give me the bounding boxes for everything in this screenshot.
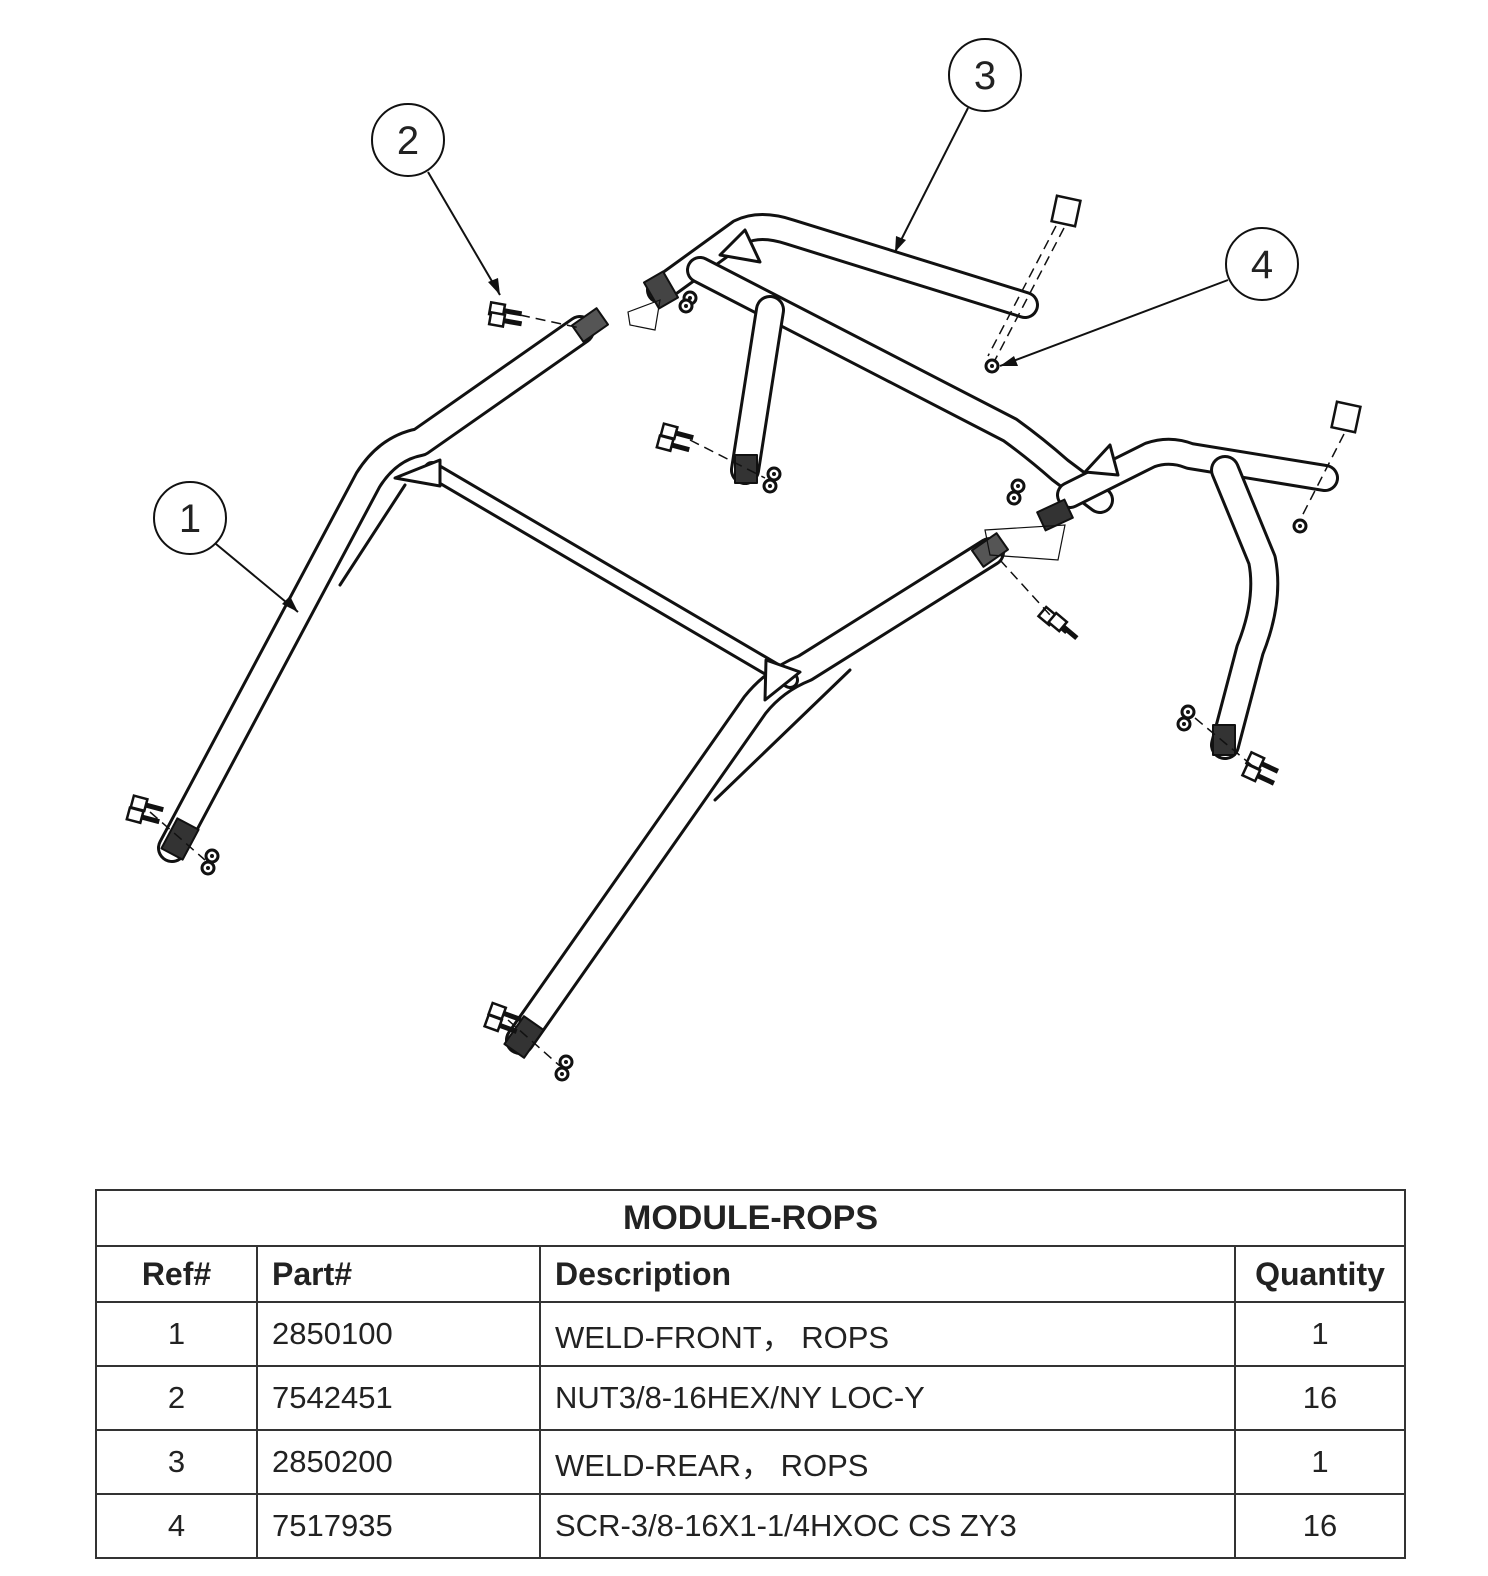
table-title: MODULE-ROPS <box>95 1189 1406 1247</box>
hardware <box>127 194 1362 1082</box>
row-ref: 1 <box>95 1301 258 1367</box>
table-title-row: MODULE-ROPS <box>95 1189 1406 1247</box>
row-part: 7542451 <box>256 1365 541 1431</box>
header-description: Description <box>539 1245 1236 1303</box>
header-quantity: Quantity <box>1234 1245 1406 1303</box>
row-quantity: 16 <box>1234 1493 1406 1559</box>
parts-table: MODULE-ROPS Ref# Part# Description Quant… <box>95 1189 1406 1559</box>
rops-exploded-diagram: 1 2 3 4 <box>0 38 1362 1082</box>
callout-3-number: 3 <box>974 54 996 98</box>
table-row: 2 7542451 NUT3/8-16HEX/NY LOC-Y 16 <box>95 1365 1406 1431</box>
header-ref: Ref# <box>95 1245 258 1303</box>
table-header-row: Ref# Part# Description Quantity <box>95 1245 1406 1303</box>
row-quantity: 16 <box>1234 1365 1406 1431</box>
header-part: Part# <box>256 1245 541 1303</box>
rear-rops-weld <box>642 213 1339 760</box>
front-rops-weld <box>157 307 1010 1059</box>
callout-1: 1 <box>153 481 299 613</box>
row-description: WELD-REAR， ROPS <box>539 1429 1236 1495</box>
row-ref: 4 <box>95 1493 258 1559</box>
table-row: 3 2850200 WELD-REAR， ROPS 1 <box>95 1429 1406 1495</box>
callout-2-number: 2 <box>397 119 419 163</box>
row-description: WELD-FRONT， ROPS <box>539 1301 1236 1367</box>
table-row: 1 2850100 WELD-FRONT， ROPS 1 <box>95 1301 1406 1367</box>
row-part: 2850100 <box>256 1301 541 1367</box>
row-part: 2850200 <box>256 1429 541 1495</box>
callout-4-number: 4 <box>1251 243 1273 287</box>
callout-2: 2 <box>371 103 501 296</box>
row-description: NUT3/8-16HEX/NY LOC-Y <box>539 1365 1236 1431</box>
row-description: SCR-3/8-16X1-1/4HXOC CS ZY3 <box>539 1493 1236 1559</box>
callout-1-number: 1 <box>179 497 201 541</box>
callout-3: 3 <box>894 38 1022 253</box>
row-quantity: 1 <box>1234 1301 1406 1367</box>
row-ref: 3 <box>95 1429 258 1495</box>
callout-4: 4 <box>999 227 1299 367</box>
row-ref: 2 <box>95 1365 258 1431</box>
row-part: 7517935 <box>256 1493 541 1559</box>
row-quantity: 1 <box>1234 1429 1406 1495</box>
table-row: 4 7517935 SCR-3/8-16X1-1/4HXOC CS ZY3 16 <box>95 1493 1406 1559</box>
